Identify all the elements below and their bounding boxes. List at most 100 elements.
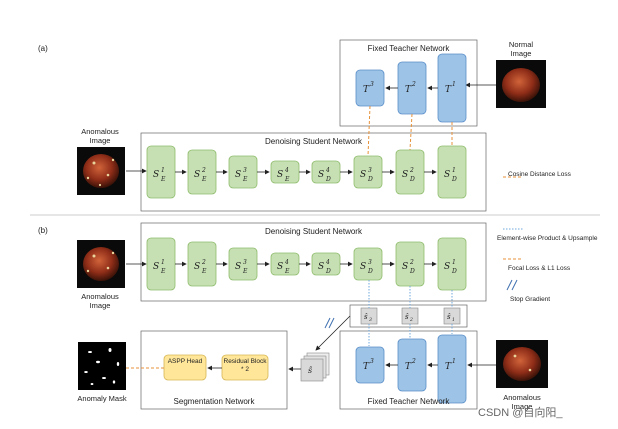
svg-text:D: D [325, 268, 331, 275]
svg-text:4: 4 [325, 259, 330, 266]
svg-text:E: E [160, 268, 166, 275]
teacher-network-box-b [339, 330, 478, 410]
legend-product-label: Element-wise Product & Upsample [497, 235, 598, 242]
svg-text:2: 2 [409, 167, 414, 174]
student-network-box-a [140, 132, 487, 212]
student-network-box-b [140, 222, 487, 302]
svg-text:S: S [235, 170, 241, 180]
svg-text:3: 3 [369, 317, 372, 323]
normal-image [496, 60, 546, 108]
svg-text:S: S [194, 262, 200, 272]
svg-text:E: E [201, 268, 207, 275]
svg-text:ŝ: ŝ [447, 313, 451, 321]
svg-text:D: D [367, 176, 373, 183]
svg-text:D: D [451, 268, 457, 275]
svg-text:T: T [363, 362, 370, 372]
svg-text:D: D [451, 176, 457, 183]
svg-text:S: S [235, 262, 241, 272]
legend-cosine-label: Cosine Distance Loss [508, 171, 571, 178]
svg-text:S: S [402, 170, 408, 180]
svg-text:ŝ: ŝ [364, 313, 368, 321]
panel-a-tag: (a) [38, 44, 48, 53]
svg-text:S: S [277, 170, 283, 180]
svg-text:T: T [363, 85, 370, 95]
svg-text:2: 2 [411, 358, 416, 365]
svg-text:T: T [445, 362, 452, 372]
teacher-title-b: Fixed Teacher Network [367, 397, 450, 406]
anomalous-label-b: Anomalous Image [81, 292, 119, 310]
anomalous-label-a: Anomalous Image [81, 127, 119, 145]
svg-text:E: E [160, 176, 166, 183]
teacher-block-t2-b: T2 [397, 338, 427, 392]
anomalous-image-a [77, 147, 125, 195]
anomaly-mask-image [78, 342, 126, 390]
svg-text:E: E [284, 176, 290, 183]
legend-stop-gradient-icon [506, 279, 518, 291]
svg-text:2: 2 [411, 81, 416, 88]
svg-text:D: D [367, 268, 373, 275]
svg-text:T: T [405, 85, 412, 95]
svg-text:1: 1 [452, 167, 456, 174]
svg-text:1: 1 [452, 259, 456, 266]
svg-text:D: D [409, 176, 415, 183]
teacher-block-t3-a: T3 [355, 69, 385, 107]
svg-text:S: S [360, 262, 366, 272]
svg-text:E: E [284, 268, 290, 275]
anomalous-right-label: Anomalous Image [503, 393, 541, 411]
teacher-block-t1-b: T1 [437, 334, 467, 404]
student-title-b: Denoising Student Network [265, 227, 362, 236]
svg-text:D: D [409, 268, 415, 275]
normal-image-label: Normal Image [508, 40, 534, 58]
svg-text:S: S [194, 170, 200, 180]
svg-text:S: S [444, 262, 450, 272]
segmentation-network-box [140, 330, 288, 410]
svg-text:1: 1 [452, 317, 455, 323]
anomalous-image-right [496, 340, 548, 388]
segmentation-title: Segmentation Network [173, 397, 255, 406]
teacher-block-t3-b: T3 [355, 346, 385, 384]
teacher-block-t1-a: T1 [437, 53, 467, 123]
watermark: CSDN @自向阳_ [478, 407, 563, 419]
svg-text:3: 3 [368, 259, 372, 266]
svg-text:3: 3 [370, 358, 374, 365]
svg-text:3: 3 [368, 167, 372, 174]
legend-stop-label: Stop Gradient [510, 296, 551, 303]
svg-text:4: 4 [284, 167, 289, 174]
svg-text:1: 1 [452, 81, 456, 88]
svg-text:1: 1 [161, 167, 165, 174]
svg-text:S: S [360, 170, 366, 180]
svg-text:4: 4 [325, 167, 330, 174]
svg-text:S: S [318, 262, 324, 272]
svg-text:E: E [242, 176, 248, 183]
svg-text:3: 3 [370, 81, 374, 88]
svg-text:1: 1 [161, 259, 165, 266]
svg-text:4: 4 [284, 259, 289, 266]
svg-text:T: T [445, 85, 452, 95]
teacher-network-box-a [339, 39, 478, 127]
residual-block [221, 354, 269, 381]
svg-text:S: S [402, 262, 408, 272]
svg-text:E: E [242, 268, 248, 275]
svg-text:ŝ: ŝ [308, 366, 312, 375]
svg-text:2: 2 [201, 259, 206, 266]
student-title-a: Denoising Student Network [265, 137, 362, 146]
teacher-block-t2-a: T2 [397, 61, 427, 115]
svg-text:2: 2 [409, 259, 414, 266]
anomaly-mask-label: Anomaly Mask [77, 394, 127, 403]
